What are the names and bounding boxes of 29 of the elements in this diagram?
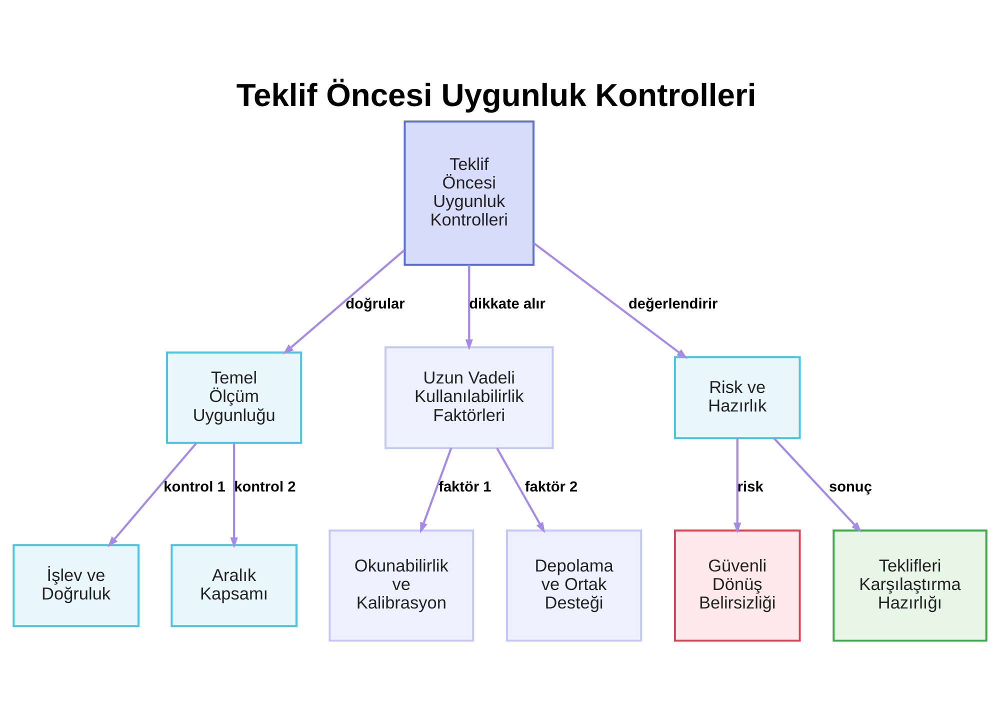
edge-label: kontrol 2 xyxy=(234,479,296,496)
edge-label: sonuç xyxy=(829,479,872,496)
arrow xyxy=(282,248,405,354)
edge-label: risk xyxy=(737,479,764,496)
arrow xyxy=(230,442,238,548)
edge-label: faktör 1 xyxy=(438,479,492,496)
arrow xyxy=(773,437,862,532)
arrow xyxy=(108,442,198,547)
edge-label: faktör 2 xyxy=(524,479,578,496)
node-box: Aralık Kapsamı xyxy=(170,544,298,627)
arrow xyxy=(734,438,742,533)
node-box: Uzun Vadeli Kullanılabilirlik Faktörleri xyxy=(384,346,554,449)
diagram-title: Teklif Öncesi Uygunluk Kontrolleri xyxy=(236,76,756,112)
edge-label: değerlendirir xyxy=(628,296,718,312)
node-box: Risk ve Hazırlık xyxy=(674,356,801,439)
arrow xyxy=(465,264,473,350)
arrow xyxy=(496,447,546,533)
node-box: Teklif Öncesi Uygunluk Kontrolleri xyxy=(404,120,535,266)
edge-label: dikkate alır xyxy=(469,296,546,312)
arrow xyxy=(420,447,452,533)
node-box: Güvenli Dönüş Belirsizliği xyxy=(674,528,801,642)
node-box: Teklifleri Karşılaştırma Hazırlığı xyxy=(832,528,988,642)
edge-label: kontrol 1 xyxy=(164,479,226,496)
node-box: Depolama ve Ortak Desteği xyxy=(506,528,642,642)
node-box: İşlev ve Doğruluk xyxy=(12,544,140,627)
node-box: Temel Ölçüm Uygunluğu xyxy=(166,351,302,444)
arrow xyxy=(533,242,688,358)
edge-label: doğrular xyxy=(346,296,405,312)
node-box: Okunabilirlik ve Kalibrasyon xyxy=(328,528,474,642)
